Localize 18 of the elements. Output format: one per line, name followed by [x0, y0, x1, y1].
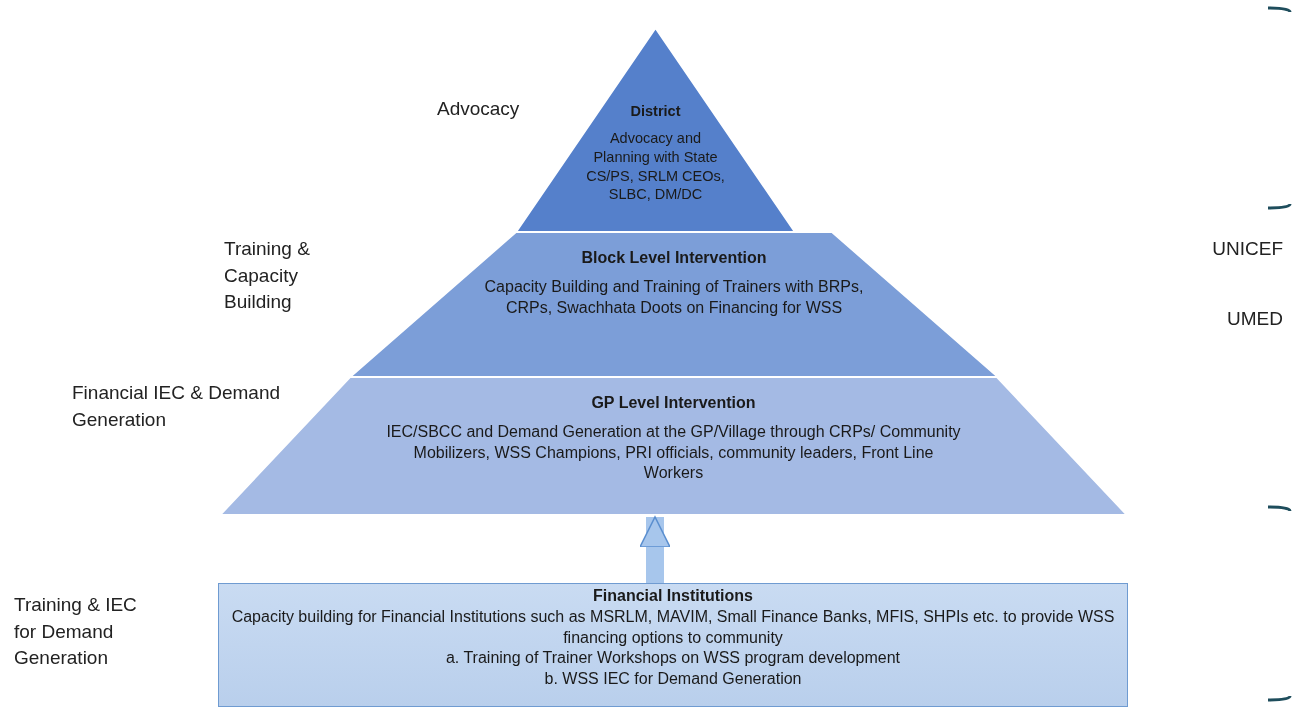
institution-box: [218, 583, 1128, 707]
list-item: a. Training of Trainer Workshops on WSS program development: [444, 648, 902, 669]
pyramid-tier: [350, 232, 998, 377]
side-label: Financial IEC & Demand Generation: [72, 381, 282, 432]
tier-heading: Block Level Intervention: [580, 248, 768, 268]
side-label: UNICEF: [1211, 237, 1283, 261]
tier-heading: Financial Institutions: [592, 586, 754, 606]
tier-description: Capacity Building and Training of Trainers with BRPs, CRPs, Swachhata Doots on Financing for WSS: [483, 276, 865, 318]
tier-heading: GP Level Intervention: [590, 393, 757, 413]
list-item: b. WSS IEC for Demand Generation: [543, 669, 803, 690]
side-label: Training & Capacity Building: [224, 237, 311, 315]
side-label: Training & IEC for Demand Generation: [14, 593, 138, 671]
tier-description: Advocacy and Planning with State CS/PS, SRLM CEOs, SLBC, DM/DC: [585, 128, 726, 205]
side-label: UMED: [1226, 307, 1283, 331]
side-label: Advocacy: [437, 97, 520, 121]
tier-heading: District: [629, 102, 682, 121]
tier-description: IEC/SBCC and Demand Generation at the GP/Village through CRPs/ Community Mobilizers, WSS Champions, PRI officials, community leaders, Front Line Workers: [385, 421, 962, 484]
block-arrow: [639, 516, 671, 583]
